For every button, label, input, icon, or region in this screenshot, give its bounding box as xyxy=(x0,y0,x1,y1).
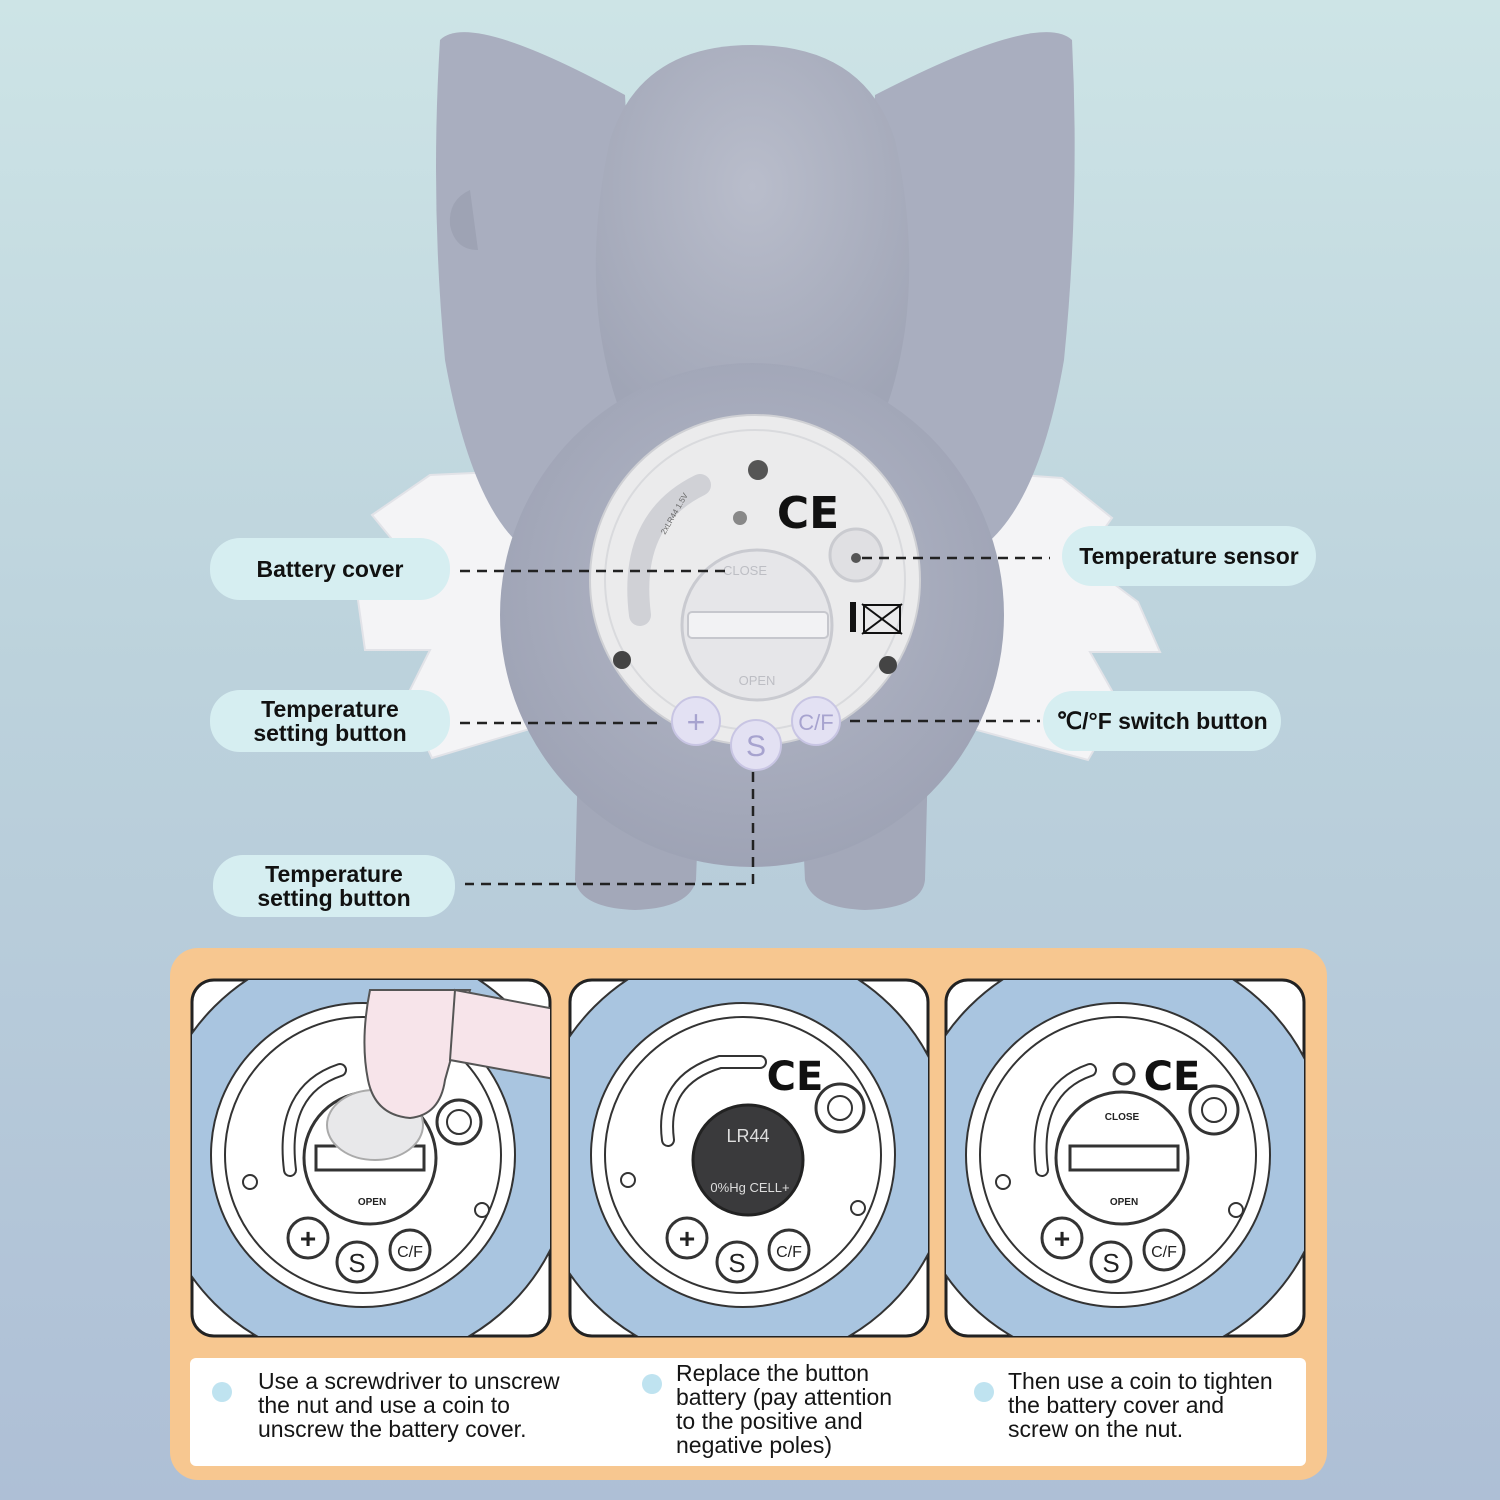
callout-temperature-sensor-text: Temperature sensor xyxy=(1079,542,1299,569)
battery-cover[interactable]: CLOSE OPEN xyxy=(680,548,834,702)
step1-open-label: OPEN xyxy=(358,1197,386,1208)
right-wing xyxy=(938,468,1162,762)
callout-temperature-sensor: Temperature sensor xyxy=(1062,526,1316,586)
step3-open-label: OPEN xyxy=(1110,1197,1138,1208)
callout-cf-switch-text: ℃/°F switch button xyxy=(1056,707,1268,734)
left-ear xyxy=(436,32,640,546)
leader-temp-setting-bottom xyxy=(465,772,755,886)
step-3-image: CLOSE OPEN CE + S C/F xyxy=(944,978,1306,1338)
callout-cf-switch: ℃/°F switch button xyxy=(1043,691,1281,751)
coin-cell-model: LR44 xyxy=(726,1126,769,1146)
leader-lines xyxy=(460,556,1050,886)
step1-cf: C/F xyxy=(397,1244,423,1261)
step-1-bullet xyxy=(212,1382,232,1402)
step-2-caption: Replace the button battery (pay attentio… xyxy=(642,1360,942,1458)
callout-temp-setting-bottom: Temperature setting button xyxy=(213,855,455,917)
step-2-image: CE LR44 0%Hg CELL+ + S C/F xyxy=(568,978,930,1338)
battery-groove xyxy=(627,474,711,626)
step-1-text: Use a screwdriver to unscrew the nut and… xyxy=(258,1368,560,1442)
step3-s: S xyxy=(1102,1248,1119,1278)
step2-s: S xyxy=(728,1248,745,1278)
step-2-text: Replace the button battery (pay attentio… xyxy=(676,1360,893,1458)
screw-right xyxy=(879,656,897,674)
screw-top xyxy=(748,460,768,480)
step2-plus: + xyxy=(679,1223,695,1254)
screw-left xyxy=(613,651,631,669)
callout-battery-cover: Battery cover xyxy=(210,538,450,600)
step-1-caption: Use a screwdriver to unscrew the nut and… xyxy=(212,1368,572,1442)
callout-temp-setting-left: Temperature setting button xyxy=(210,690,450,752)
step3-ce: CE xyxy=(1144,1054,1201,1100)
step3-plus: + xyxy=(1054,1223,1070,1254)
ce-mark: CE xyxy=(777,488,839,539)
head xyxy=(595,45,910,450)
callout-temp-setting-left-text: Temperature setting button xyxy=(253,695,407,746)
temp-plus-button[interactable]: + xyxy=(671,696,721,746)
elephant-device: CLOSE OPEN 2xLR44 1.5V CE + S xyxy=(356,32,1162,910)
cf-button-label: C/F xyxy=(798,710,833,735)
step-1-image: OPEN + S C/F xyxy=(190,978,552,1338)
screw-nut xyxy=(733,511,747,525)
coin-cell-text: 0%Hg CELL+ xyxy=(710,1180,789,1195)
callout-temp-setting-bottom-text: Temperature setting button xyxy=(257,860,411,911)
instruction-panel: OPEN + S C/F xyxy=(170,948,1327,1480)
open-label: OPEN xyxy=(739,673,776,688)
weee-bin-icon xyxy=(850,602,903,635)
step-3-bullet xyxy=(974,1382,994,1402)
step1-s: S xyxy=(348,1248,365,1278)
step2-cf: C/F xyxy=(776,1244,802,1261)
sensor-probe xyxy=(851,553,861,563)
s-button-label: S xyxy=(746,730,766,763)
step3-close-label: CLOSE xyxy=(1105,1112,1140,1123)
step-2-bullet xyxy=(642,1374,662,1394)
cf-switch-button[interactable]: C/F xyxy=(791,696,841,746)
callout-battery-cover-text: Battery cover xyxy=(256,555,404,582)
step1-plus: + xyxy=(300,1223,316,1254)
plus-button-label: + xyxy=(687,704,706,740)
s-button[interactable]: S xyxy=(730,719,782,771)
close-label: CLOSE xyxy=(723,563,767,578)
trunk xyxy=(449,190,478,250)
step-3-text: Then use a coin to tighten the battery c… xyxy=(1008,1368,1273,1442)
right-ear xyxy=(865,32,1075,546)
step2-ce: CE xyxy=(767,1054,824,1100)
step-3-caption: Then use a coin to tighten the battery c… xyxy=(974,1368,1294,1442)
step3-cf: C/F xyxy=(1151,1244,1177,1261)
